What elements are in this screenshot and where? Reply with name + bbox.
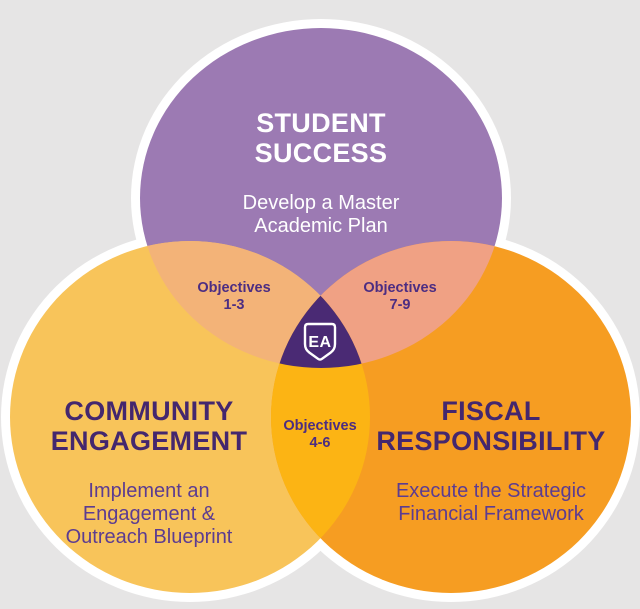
ea-logo-text: EA [308,334,331,351]
overlap-student-fiscal [271,241,502,368]
shield-outline [303,322,337,361]
ea-shield-icon: EA [303,322,337,361]
overlap-student-community [140,241,370,368]
